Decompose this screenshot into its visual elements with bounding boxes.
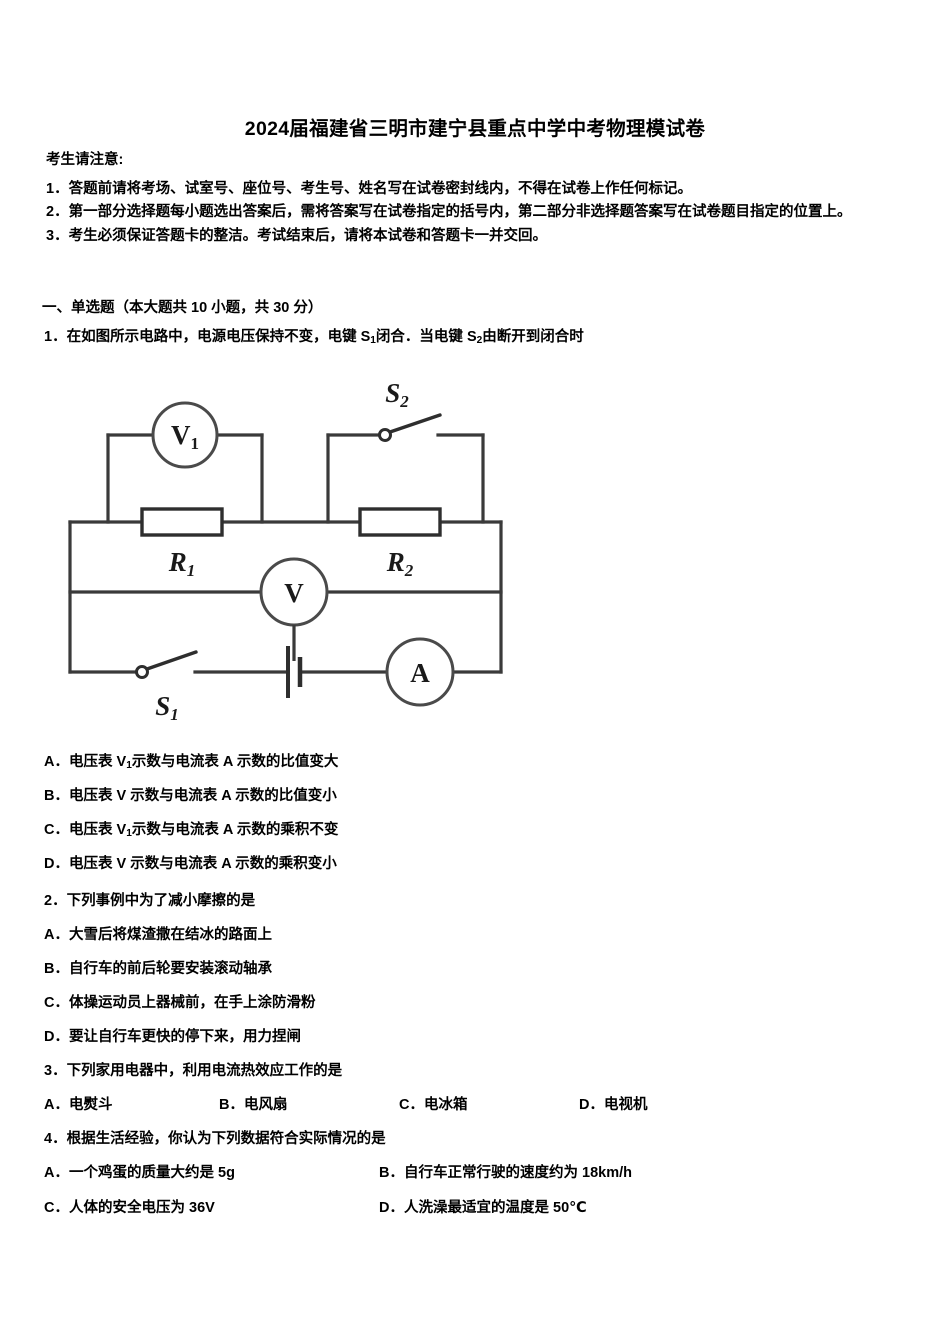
option-a-letter: A．	[44, 754, 69, 770]
q2-option-d-letter: D．	[44, 1029, 69, 1045]
question-1-stem-sub1: 1	[370, 334, 376, 346]
question-2-number: 2．	[44, 893, 67, 909]
question-2-option-b: B．自行车的前后轮要安装滚动轴承	[44, 957, 272, 978]
q4-option-b-letter: B．	[379, 1165, 404, 1181]
q3-option-d-text: 电视机	[603, 1097, 648, 1113]
q4-option-b-text: 自行车正常行驶的速度约为 18km/h	[403, 1165, 632, 1181]
question-4-options-row-2: C．人体的安全电压为 36V D．人洗澡最适宜的温度是 50℃	[44, 1196, 724, 1217]
question-3-option-c: C．电冰箱	[399, 1093, 579, 1114]
question-3-option-a: A．电熨斗	[44, 1093, 219, 1114]
option-c-text-pre: 电压表 V	[68, 822, 127, 838]
q2-option-c-text: 体操运动员上器械前，在手上涂防滑粉	[68, 995, 316, 1011]
switch-s1-lever	[145, 650, 198, 671]
option-b-text-pre: 电压表 V 示数与电流表 A 示数的比值变小	[68, 788, 337, 804]
q3-option-c-letter: C．	[399, 1097, 424, 1113]
question-2-stem: 2．下列事例中为了减小摩擦的是	[44, 889, 255, 910]
question-2-option-c: C．体操运动员上器械前，在手上涂防滑粉	[44, 991, 315, 1012]
option-a-sub: 1	[126, 759, 132, 771]
question-4-stem-text: 根据生活经验，你认为下列数据符合实际情况的是	[66, 1131, 386, 1147]
q2-option-a-text: 大雪后将煤渣撒在结冰的路面上	[68, 927, 272, 943]
question-1-stem-part1: 在如图所示电路中，电源电压保持不变，电键 S	[66, 329, 371, 345]
q3-option-d-letter: D．	[579, 1097, 604, 1113]
q4-option-c-text: 人体的安全电压为 36V	[68, 1200, 215, 1216]
question-3-options-row: A．电熨斗 B．电风扇 C．电冰箱 D．电视机	[44, 1093, 744, 1114]
question-4-option-d: D．人洗澡最适宜的温度是 50℃	[379, 1196, 724, 1217]
q2-option-b-text: 自行车的前后轮要安装滚动轴承	[68, 961, 272, 977]
q2-option-d-text: 要让自行车更快的停下来，用力捏闸	[68, 1029, 301, 1045]
option-c-sub: 1	[126, 827, 132, 839]
question-4-option-c: C．人体的安全电压为 36V	[44, 1196, 379, 1217]
question-4-number: 4．	[44, 1131, 67, 1147]
resistor-r1-symbol	[140, 507, 224, 537]
question-2-stem-text: 下列事例中为了减小摩擦的是	[66, 893, 256, 909]
q2-option-a-letter: A．	[44, 927, 69, 943]
question-3-stem-text: 下列家用电器中，利用电流热效应工作的是	[66, 1063, 343, 1079]
question-4-option-a: A．一个鸡蛋的质量大约是 5g	[44, 1161, 379, 1182]
question-1-stem-part3: 由断开到闭合时	[482, 329, 584, 345]
ammeter-a-symbol	[385, 637, 455, 707]
question-3-option-b: B．电风扇	[219, 1093, 399, 1114]
option-c-letter: C．	[44, 822, 69, 838]
q3-option-a-letter: A．	[44, 1097, 69, 1113]
option-a-text-pre: 电压表 V	[68, 754, 127, 770]
notice-item-2: 2．第一部分选择题每小题选出答案后，需将答案写在试卷指定的括号内，第二部分非选择…	[46, 204, 852, 221]
question-1-option-b: B．电压表 V 示数与电流表 A 示数的比值变小	[44, 784, 337, 805]
question-1-stem-part2: 闭合．当电键 S	[375, 329, 477, 345]
option-a-text-post: 示数与电流表 A 示数的比值变大	[131, 754, 339, 770]
section-heading-single-choice: 一、单选题（本大题共 10 小题，共 30 分）	[42, 300, 323, 316]
option-b-letter: B．	[44, 788, 69, 804]
question-3-option-d: D．电视机	[579, 1093, 744, 1114]
question-4-stem: 4．根据生活经验，你认为下列数据符合实际情况的是	[44, 1127, 386, 1148]
q4-option-c-letter: C．	[44, 1200, 69, 1216]
switch-s2-label: S2	[385, 378, 409, 411]
question-1-option-c: C．电压表 V1示数与电流表 A 示数的乘积不变	[44, 818, 338, 839]
q4-option-a-letter: A．	[44, 1165, 69, 1181]
question-1-option-a: A．电压表 V1示数与电流表 A 示数的比值变大	[44, 750, 338, 771]
question-2-option-d: D．要让自行车更快的停下来，用力捏闸	[44, 1025, 301, 1046]
option-d-letter: D．	[44, 856, 69, 872]
option-c-text-post: 示数与电流表 A 示数的乘积不变	[131, 822, 339, 838]
q4-option-a-text: 一个鸡蛋的质量大约是 5g	[68, 1165, 235, 1181]
notice-heading: 考生请注意:	[46, 152, 124, 168]
q3-option-a-text: 电熨斗	[68, 1097, 113, 1113]
q3-option-b-text: 电风扇	[243, 1097, 288, 1113]
question-1-stem-sub2: 2	[476, 334, 483, 346]
question-1-circuit-figure: V1 V A R1 R2 S1 S2	[55, 375, 525, 735]
question-3-number: 3．	[44, 1063, 67, 1079]
question-1-stem: 1．在如图所示电路中，电源电压保持不变，电键 S1闭合．当电键 S2由断开到闭合…	[44, 325, 584, 346]
voltmeter-v1-symbol	[151, 401, 219, 469]
question-3-stem: 3．下列家用电器中，利用电流热效应工作的是	[44, 1059, 342, 1080]
switch-s1-pivot	[135, 665, 149, 679]
q2-option-c-letter: C．	[44, 995, 69, 1011]
notice-item-1: 1．答题前请将考场、试室号、座位号、考生号、姓名写在试卷密封线内，不得在试卷上作…	[46, 180, 693, 197]
question-2-option-a: A．大雪后将煤渣撒在结冰的路面上	[44, 923, 272, 944]
resistor-r1-label: R1	[168, 547, 196, 580]
q3-option-c-text: 电冰箱	[423, 1097, 468, 1113]
q4-option-d-text: 人洗澡最适宜的温度是 50℃	[403, 1200, 587, 1216]
question-1-option-d: D．电压表 V 示数与电流表 A 示数的乘积变小	[44, 852, 337, 873]
ammeter-a-label: A	[410, 658, 430, 688]
resistor-r2-symbol	[358, 507, 442, 537]
option-d-text-pre: 电压表 V 示数与电流表 A 示数的乘积变小	[68, 856, 337, 872]
candidate-notice-block: 考生请注意: 1．答题前请将考场、试室号、座位号、考生号、姓名写在试卷密封线内，…	[46, 150, 904, 248]
notice-item-3: 3．考生必须保证答题卡的整洁。考试结束后，请将本试卷和答题卡一并交回。	[46, 227, 548, 244]
question-4-option-b: B．自行车正常行驶的速度约为 18km/h	[379, 1161, 724, 1182]
switch-s2-pivot	[378, 428, 392, 442]
q4-option-d-letter: D．	[379, 1200, 404, 1216]
switch-s2-lever	[388, 413, 442, 434]
switch-s1-label: S1	[155, 691, 179, 724]
q2-option-b-letter: B．	[44, 961, 69, 977]
voltmeter-v-label: V	[284, 578, 304, 608]
circuit-diagram-svg: V1 V A R1 R2 S1 S2	[68, 378, 503, 724]
page-title: 2024届福建省三明市建宁县重点中学中考物理模试卷	[244, 118, 706, 140]
q3-option-b-letter: B．	[219, 1097, 244, 1113]
question-1-number: 1．	[44, 329, 67, 345]
question-4-options-row-1: A．一个鸡蛋的质量大约是 5g B．自行车正常行驶的速度约为 18km/h	[44, 1161, 724, 1182]
resistor-r2-label: R2	[386, 547, 414, 580]
